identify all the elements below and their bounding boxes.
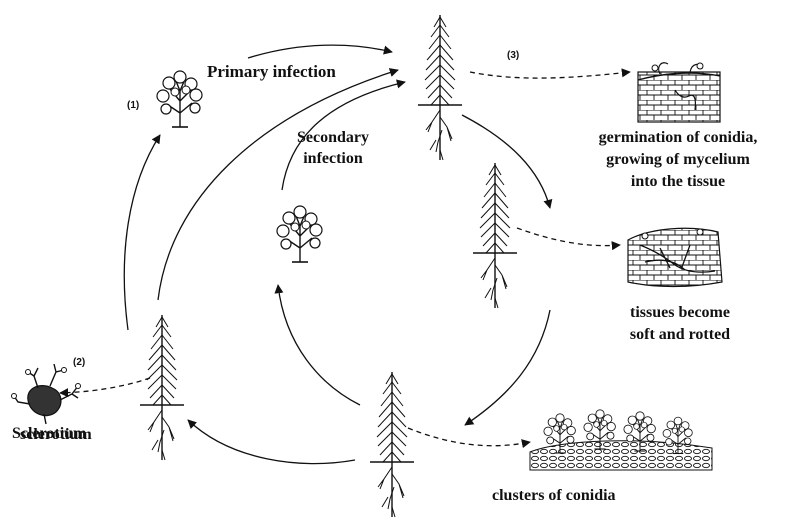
- label-secondary-infection: Secondary infection: [282, 127, 384, 169]
- seedling-icon: [473, 163, 517, 308]
- cycle-arrow-bottom-left: [188, 420, 355, 464]
- label-germination-line3: into the tissue: [572, 171, 784, 193]
- label-tissues-line2: soft and rotted: [600, 324, 760, 346]
- dashed-arrow-germination: [470, 72, 630, 78]
- cycle-arrow-right-down: [462, 115, 550, 208]
- label-sclerotium-b: sclerotium: [20, 426, 92, 444]
- label-secondary-line1: Secondary: [282, 127, 384, 148]
- conidiophore-cluster-icon: [277, 206, 322, 262]
- cycle-arrow-to-bottom: [465, 310, 550, 425]
- sclerotium-icon: [12, 364, 81, 424]
- label-germination: germination of conidia, growing of mycel…: [572, 127, 784, 193]
- cycle-arrow-inner-up: [278, 285, 360, 405]
- tissue-section-icon: [638, 63, 720, 122]
- label-tissues-line1: tissues become: [600, 302, 760, 324]
- dashed-arrow-sclerotium: [60, 378, 150, 393]
- label-clusters-of-conidia: clusters of conidia: [492, 487, 616, 505]
- seedling-icon: [370, 372, 414, 517]
- label-tissues-rotted: tissues become soft and rotted: [600, 302, 760, 346]
- cycle-arrow-up-left: [124, 135, 160, 330]
- dashed-arrow-tissue-rot: [517, 228, 620, 246]
- label-sclerotium: Sclerotium sclerotium: [12, 425, 152, 445]
- conidia-clusters-icon: [530, 410, 712, 470]
- conidiophore-cluster-icon: [157, 71, 202, 127]
- marker-2: (2): [73, 357, 85, 368]
- dashed-arrow-conidia-clusters: [408, 428, 530, 446]
- label-germination-line1: germination of conidia,: [572, 127, 784, 149]
- arrow-primary-infection: [248, 45, 392, 58]
- marker-3: (3): [507, 50, 519, 61]
- tissue-section-icon: [628, 228, 722, 286]
- label-germination-line2: growing of mycelium: [572, 149, 784, 171]
- label-primary-infection: Primary infection: [207, 62, 336, 82]
- marker-1: (1): [127, 100, 139, 111]
- seedling-icon: [418, 15, 462, 160]
- label-secondary-line2: infection: [282, 148, 384, 169]
